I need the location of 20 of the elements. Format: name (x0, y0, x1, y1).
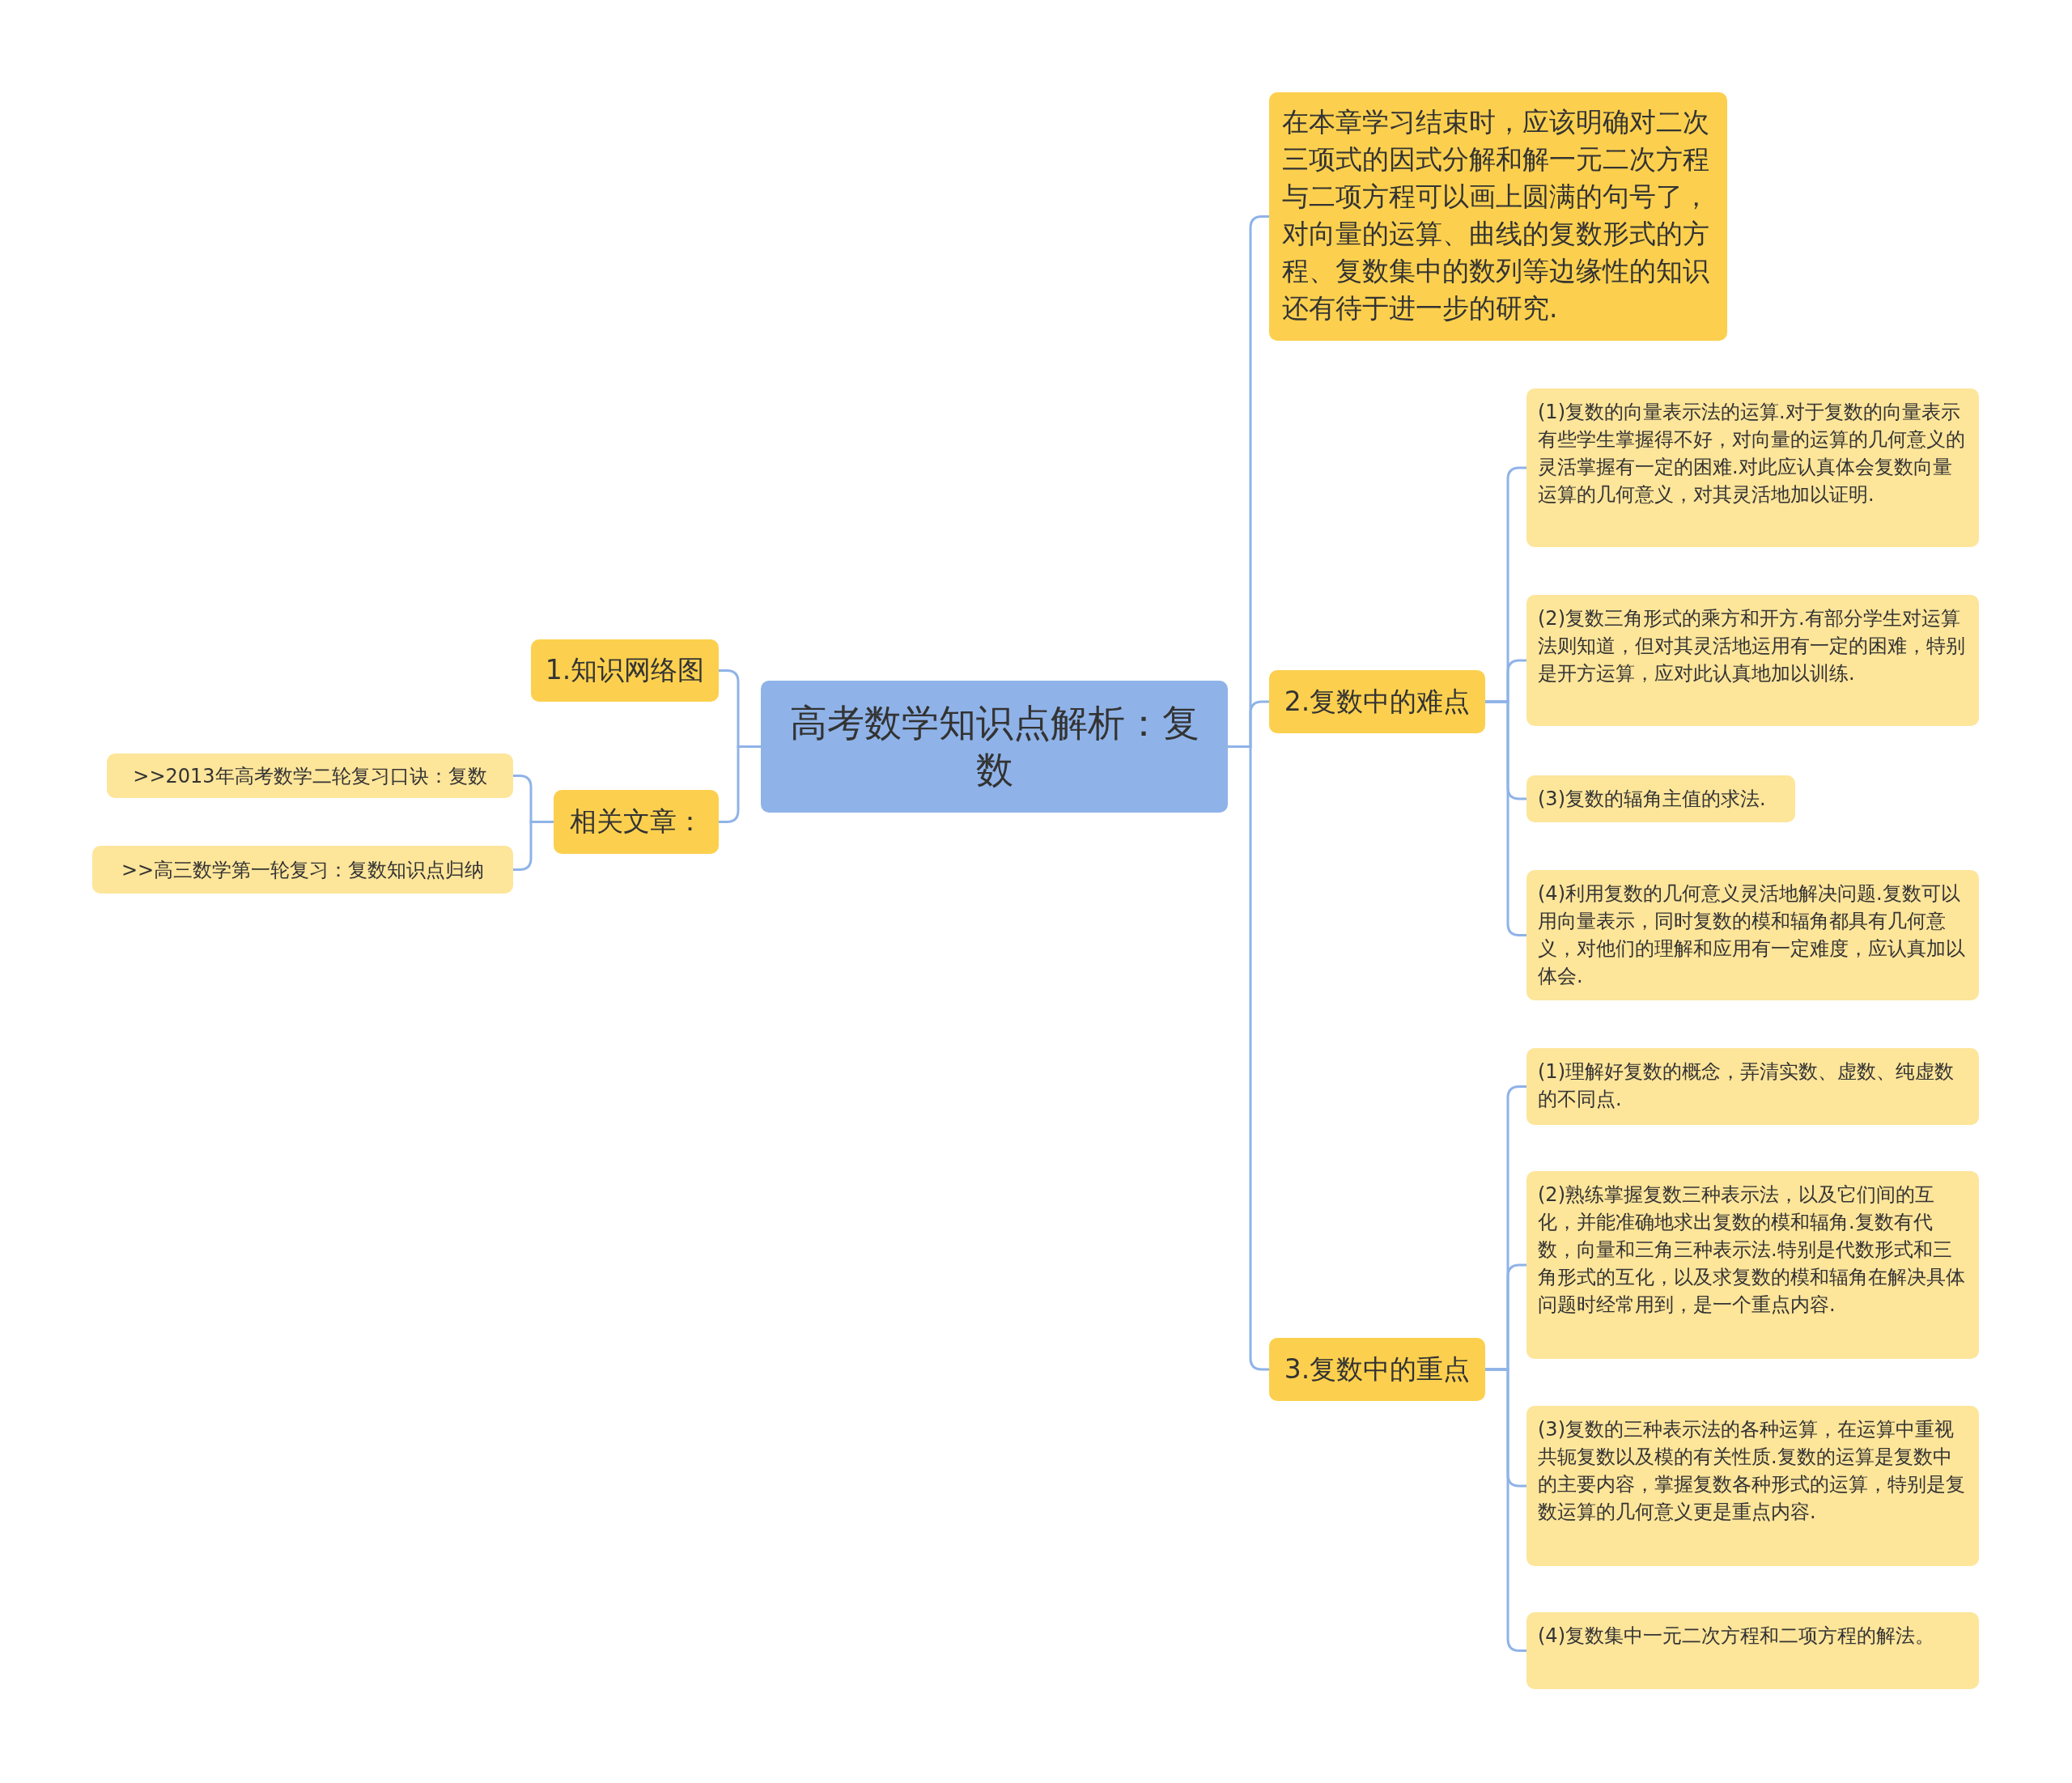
note-box: (2)熟练掌握复数三种表示法，以及它们间的互化，并能准确地求出复数的模和辐角.复数有代数，向量和三角三种表示法.特别是代数形式和三角形式的互化，以及求复数的模和辐角在解决具体问题时经常用到，是一个重点内容. (1526, 1171, 1979, 1359)
connector-line (1485, 700, 1526, 936)
note-box: (2)复数三角形式的乘方和开方.有部分学生对运算法则知道，但对其灵活地运用有一定的困难，特别是开方运算，应对此认真地加以训练. (1526, 595, 1979, 726)
connector-line (719, 745, 761, 823)
link-box: >>高三数学第一轮复习：复数知识点归纳 (92, 846, 513, 894)
note-box: (1)复数的向量表示法的运算.对于复数的向量表示有些学生掌握得不好，对向量的运算的几何意义的灵活掌握有一定的困难.对此应认真体会复数向量运算的几何意义，对其灵活地加以证明. (1526, 388, 1979, 547)
connector-line (513, 821, 554, 871)
note-box: (4)利用复数的几何意义灵活地解决问题.复数可以用向量表示，同时复数的模和辐角都具有几何意义，对他们的理解和应用有一定难度，应认真加以体会. (1526, 870, 1979, 1000)
note-box: (4)复数集中一元二次方程和二项方程的解法。 (1526, 1612, 1979, 1689)
topic-box: 3.复数中的重点 (1269, 1338, 1485, 1401)
topic-box: 相关文章： (554, 790, 719, 854)
link-box: >>2013年高考数学二轮复习口诀：复数 (107, 754, 513, 798)
note-box: (3)复数的三种表示法的各种运算，在运算中重视共轭复数以及模的有关性质.复数的运算是复数中的主要内容，掌握复数各种形式的运算，特别是复数运算的几何意义更是重点内容. (1526, 1406, 1979, 1566)
topic-box: 2.复数中的难点 (1269, 670, 1485, 733)
topic-box: 1.知识网络图 (531, 639, 719, 702)
central-topic-box: 高考数学知识点解析：复数 (761, 681, 1228, 813)
note-box: 在本章学习结束时，应该明确对二次三项式的因式分解和解一元二次方程与二项方程可以画上圆满的句号了，对向量的运算、曲线的复数形式的方程、复数集中的数列等边缘性的知识还有待于进一步的研究. (1269, 92, 1727, 341)
note-box: (3)复数的辐角主值的求法. (1526, 775, 1795, 822)
note-box: (1)理解好复数的概念，弄清实数、虚数、纯虚数的不同点. (1526, 1048, 1979, 1125)
connector-line (1485, 1368, 1526, 1652)
